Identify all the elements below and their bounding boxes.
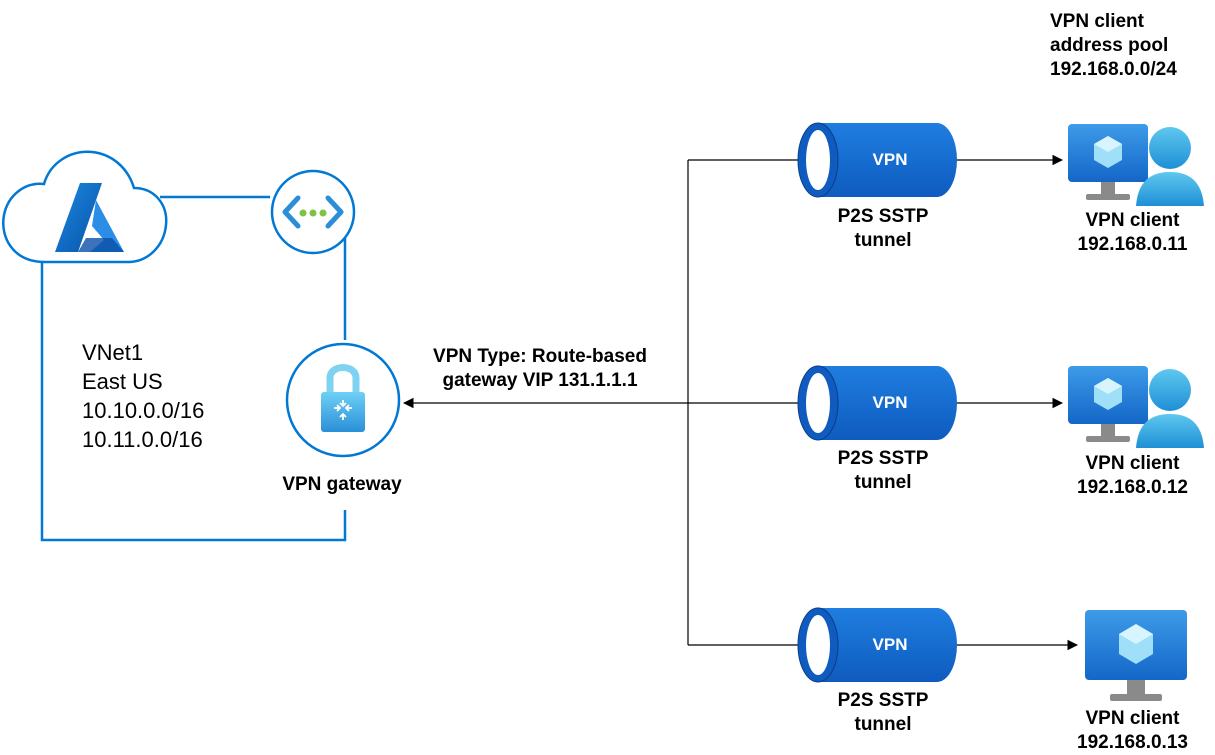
vnet-address-space-2: 10.11.0.0/16	[82, 427, 203, 452]
vnet-name: VNet1	[82, 340, 144, 365]
tunnel-1-label: P2S SSTP tunnel	[808, 205, 958, 253]
connection-lines	[402, 154, 1079, 651]
tunnel-1-badge: VPN	[872, 150, 908, 169]
client-3-ip: 192.168.0.13	[1077, 732, 1188, 753]
tunnel-3-label: P2S SSTP tunnel	[808, 689, 958, 737]
vnet-region: East US	[82, 369, 163, 394]
vpn-type-line-2: gateway VIP 131.1.1.1	[442, 370, 638, 391]
client-1-label: VPN client 192.168.0.11	[1050, 209, 1215, 257]
tunnel-3-badge: VPN	[872, 635, 908, 654]
client-1-name: VPN client	[1085, 210, 1180, 231]
vnet-info: VNet1 East US 10.10.0.0/16 10.11.0.0/16	[82, 338, 204, 454]
client-1-vm-user-icon	[1068, 124, 1204, 206]
tunnel-1-label-line-1: P2S SSTP	[837, 206, 929, 227]
client-3-label: VPN client 192.168.0.13	[1050, 707, 1215, 755]
client-2-vm-user-icon	[1068, 366, 1204, 448]
tunnel-3-icon	[797, 607, 957, 683]
azure-cloud-icon	[2, 150, 168, 264]
client-2-name: VPN client	[1085, 453, 1180, 474]
tunnel-1-icon	[797, 122, 957, 198]
tunnel-3-label-line-2: tunnel	[854, 714, 912, 735]
pool-line-2: address pool	[1050, 35, 1169, 56]
address-pool-label: VPN client address pool 192.168.0.0/24	[1050, 10, 1210, 82]
client-3-name: VPN client	[1085, 708, 1180, 729]
tunnel-2-label-line-2: tunnel	[854, 472, 912, 493]
client-2-label: VPN client 192.168.0.12	[1050, 452, 1215, 500]
tunnel-2-label-line-1: P2S SSTP	[837, 448, 929, 469]
client-2-ip: 192.168.0.12	[1077, 477, 1188, 498]
vpn-gateway-label: VPN gateway	[282, 474, 402, 495]
vpn-type-label: VPN Type: Route-based gateway VIP 131.1.…	[405, 345, 675, 393]
pool-line-1: VPN client	[1050, 11, 1144, 32]
vnet-icon	[270, 169, 356, 255]
azure-logo-icon	[55, 183, 124, 252]
vpn-type-line-1: VPN Type: Route-based	[433, 346, 647, 367]
tunnel-2-icon	[797, 365, 957, 441]
vpn-gateway-icon	[285, 342, 401, 458]
pool-line-3: 192.168.0.0/24	[1050, 59, 1177, 80]
client-1-ip: 192.168.0.11	[1077, 234, 1188, 255]
client-3-vm-icon	[1085, 610, 1187, 701]
tunnel-3-label-line-1: P2S SSTP	[837, 690, 929, 711]
vnet-address-space-1: 10.10.0.0/16	[82, 398, 205, 423]
vnet-boundary	[40, 195, 347, 542]
tunnel-2-badge: VPN	[872, 393, 908, 412]
tunnel-2-label: P2S SSTP tunnel	[808, 447, 958, 495]
tunnel-1-label-line-2: tunnel	[854, 230, 912, 251]
